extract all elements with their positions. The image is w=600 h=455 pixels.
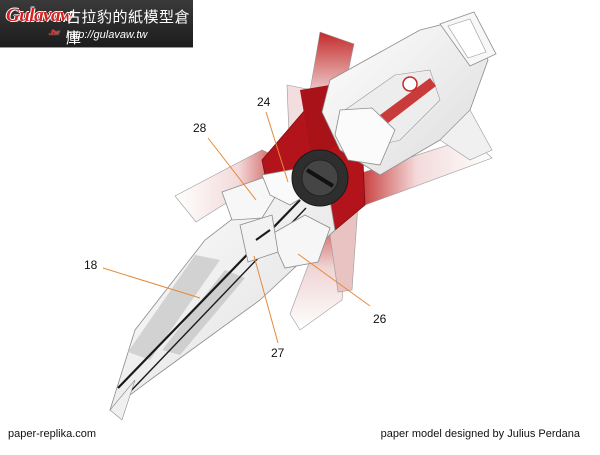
gulavaw-logo: Gulavaw .tw 古拉豹的紙模型倉庫 http://gulavaw.tw bbox=[0, 0, 193, 48]
leader-28 bbox=[207, 137, 257, 201]
logo-chinese-title: 古拉豹的紙模型倉庫 bbox=[66, 8, 191, 47]
plate-26 bbox=[269, 214, 331, 269]
hilt-emblem bbox=[402, 76, 418, 92]
logo-brand-text: Gulavaw bbox=[6, 5, 73, 26]
plate-slot bbox=[255, 229, 271, 241]
hilt-assembly bbox=[321, 11, 497, 176]
leader-24 bbox=[265, 111, 289, 183]
hub-slot bbox=[305, 168, 335, 188]
hilt-side-plate bbox=[439, 109, 493, 161]
callout-label: 18 bbox=[84, 258, 98, 272]
blade-grey-panel-inner bbox=[162, 270, 245, 355]
callout-label: 26 bbox=[373, 312, 387, 326]
callout-label: 24 bbox=[257, 95, 271, 109]
central-hub bbox=[291, 149, 349, 207]
footer-designer-credit: paper model designed by Julius Perdana bbox=[380, 428, 580, 440]
pommel-hole bbox=[447, 18, 487, 59]
blade-tip bbox=[109, 379, 136, 421]
hilt-guard bbox=[334, 107, 396, 166]
callout-label: 28 bbox=[193, 121, 207, 135]
footer-site-credit: paper-replika.com bbox=[8, 428, 97, 440]
hilt-red-strip bbox=[380, 78, 436, 123]
leader-26 bbox=[297, 253, 371, 307]
logo-url: http://gulavaw.tw bbox=[66, 29, 148, 41]
leader-27 bbox=[253, 255, 279, 344]
armor-plates bbox=[221, 167, 331, 269]
leader-lines bbox=[102, 111, 371, 344]
blade-grey-panel-outer bbox=[128, 255, 220, 360]
leader-18 bbox=[102, 267, 201, 299]
callout-label: 27 bbox=[271, 346, 285, 360]
logo-suffix-text: .tw bbox=[49, 27, 60, 37]
